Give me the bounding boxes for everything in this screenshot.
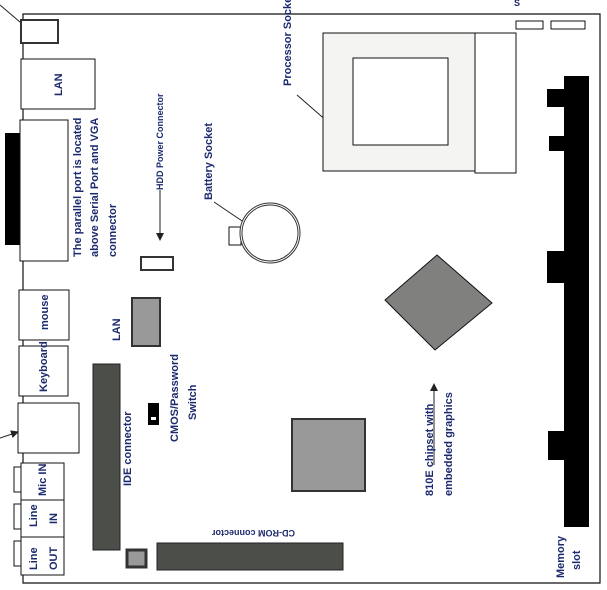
parallel-label-line2: above Serial Port and VGA xyxy=(89,118,101,257)
keyboard-label: Keyboard xyxy=(38,341,50,392)
lan-port xyxy=(20,58,96,110)
corner-letter: S xyxy=(514,0,520,8)
parallel-port xyxy=(19,119,69,262)
audio-jacks xyxy=(13,462,65,576)
parallel-port-connector xyxy=(5,133,20,245)
cmos-label-line2: Switch xyxy=(187,384,199,420)
ide-label: IDE connector xyxy=(122,411,134,486)
cdrom-connector xyxy=(156,542,344,571)
io-chip xyxy=(291,418,366,492)
hdd-power-connector xyxy=(140,256,174,271)
battery-socket xyxy=(239,202,301,264)
line-out-label-1: Line xyxy=(28,547,40,570)
cdrom-label: CD-ROM connector xyxy=(212,528,295,538)
small-connector xyxy=(125,548,148,569)
cmos-label-line1: CMOS/Password xyxy=(169,354,181,442)
chipset-label-line2: embedded graphics xyxy=(443,392,455,496)
lan-chip xyxy=(131,297,161,347)
jumper-2 xyxy=(550,20,586,30)
hdd-power-label: HDD Power Connector xyxy=(155,93,165,190)
top-left-component xyxy=(20,19,59,44)
mouse-port xyxy=(18,289,70,341)
parallel-label-line1: The parallel port is located xyxy=(72,118,84,257)
line-in-label-2: IN xyxy=(48,513,60,524)
memory-label-line2: slot xyxy=(571,550,583,570)
rear-port-arrow xyxy=(0,430,19,439)
battery-socket-inner xyxy=(241,204,299,262)
cmos-switch-toggle xyxy=(151,417,156,420)
memory-slot xyxy=(547,76,589,527)
lan-chip-label: LAN xyxy=(111,318,123,341)
cmos-switch xyxy=(148,403,159,425)
battery-label: Battery Socket xyxy=(203,123,215,200)
lan-port-label: LAN xyxy=(53,73,65,96)
battery-clip xyxy=(228,226,242,246)
mic-in-label: Mic IN xyxy=(37,464,49,496)
processor-label: Processor Socket xyxy=(282,0,294,86)
mouse-label: mouse xyxy=(39,295,51,330)
chipset xyxy=(384,254,493,351)
ide-connector xyxy=(92,363,121,551)
rear-port xyxy=(17,402,80,454)
chipset-label-line1: 810E chipset with xyxy=(424,403,436,496)
line-in-label-1: Line xyxy=(28,504,40,527)
processor-socket-center xyxy=(352,57,449,146)
parallel-label-line3: connector xyxy=(107,203,119,257)
line-out-label-2: OUT xyxy=(48,547,60,571)
jumper-1 xyxy=(515,20,544,30)
memory-label-line1: Memory xyxy=(555,535,567,578)
processor-lever xyxy=(474,32,517,174)
keyboard-port xyxy=(18,345,69,397)
